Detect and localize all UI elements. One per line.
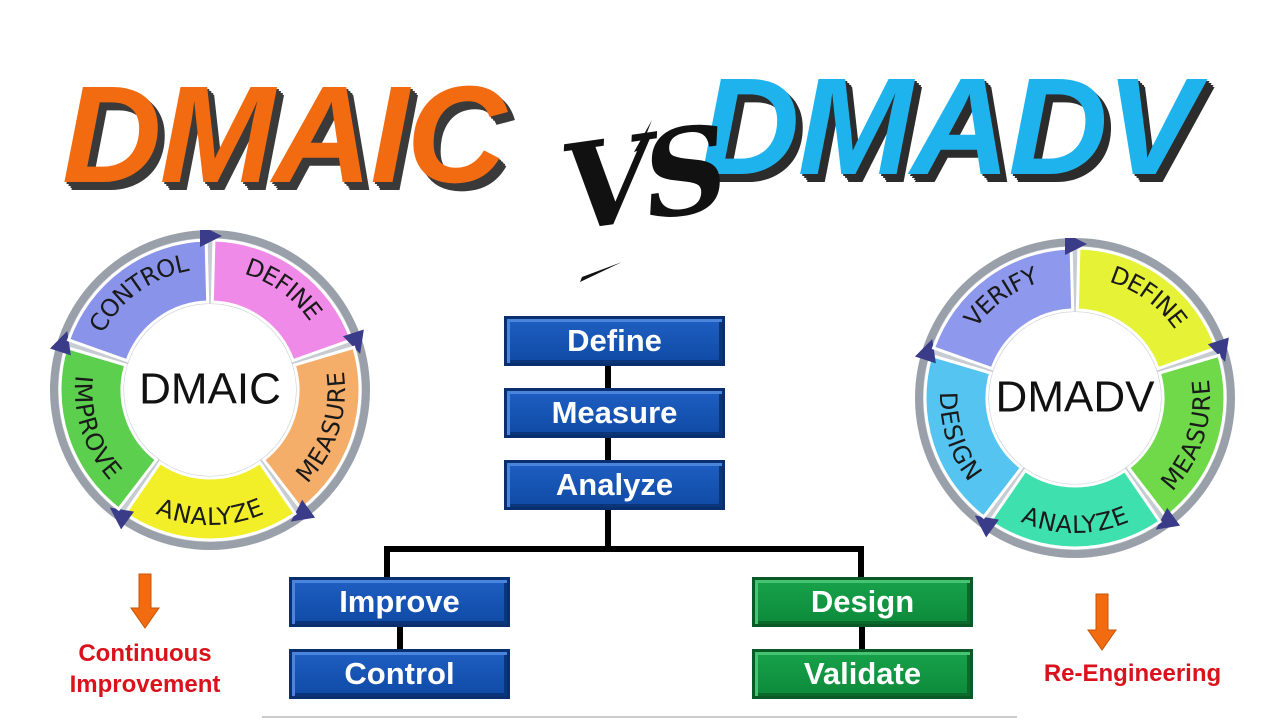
dmaic-cycle-arrow-icon (342, 329, 364, 354)
down-arrow-icon (1087, 593, 1117, 651)
dmadv-center-label: DMADV (996, 373, 1156, 422)
flow-box-measure: Measure (504, 388, 725, 438)
dmaic-hub (124, 304, 296, 476)
dmadv-cycle-arrow-icon (1207, 337, 1229, 362)
down-arrow-icon (130, 573, 160, 629)
dmaic-center-label: DMAIC (139, 365, 281, 414)
caption-continuous-improvement: Continuous Improvement (30, 638, 260, 700)
flow-box-analyze: Analyze (504, 460, 725, 510)
dmadv-cycle-arrow-icon (1155, 507, 1181, 530)
flow-box-define: Define (504, 316, 725, 366)
dmaic-title: DMAIC (62, 58, 506, 212)
dmaic-cycle-arrow-icon (49, 330, 71, 356)
flow-box-validate: Validate (752, 649, 973, 699)
dmadv-cycle-arrow-icon (914, 338, 936, 364)
dmaic-cycle-arrow-icon (290, 499, 316, 522)
flow-box-control: Control (289, 649, 510, 699)
dmadv-cycle-arrow-icon (974, 515, 1000, 538)
dmadv-title: DMADV (700, 50, 1198, 204)
vs-emblem (580, 120, 652, 282)
flow-box-design: Design (752, 577, 973, 627)
caption-left-text: Continuous Improvement (69, 640, 221, 699)
caption-re-engineering: Re-Engineering (1000, 658, 1265, 689)
dmadv-hub (989, 312, 1161, 484)
dmadv-cycle-arrow-icon (1065, 238, 1087, 255)
dmaic-cycle-arrow-icon (200, 230, 222, 247)
caption-right-text: Re-Engineering (1043, 660, 1222, 687)
dmaic-cycle-arrow-icon (109, 507, 135, 530)
flow-box-improve: Improve (289, 577, 510, 627)
bottom-divider (262, 716, 1017, 718)
